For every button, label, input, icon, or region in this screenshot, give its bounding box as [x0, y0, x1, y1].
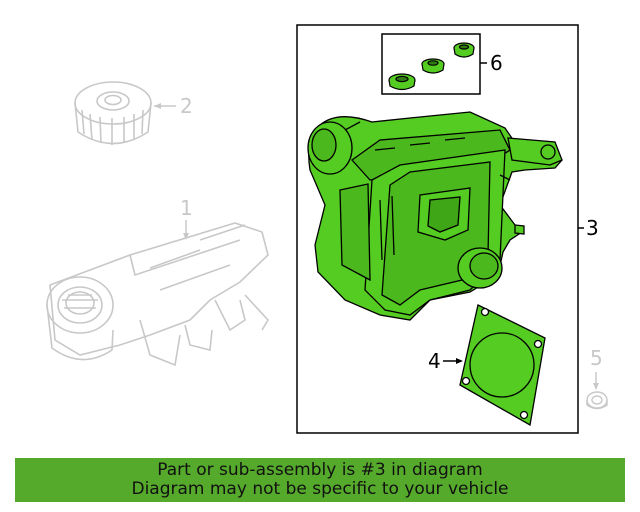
grommet-sub-frame	[381, 33, 481, 95]
callout-1-arrow	[183, 233, 189, 240]
grommets-part[interactable]	[388, 42, 475, 91]
callout-4-label: 4	[428, 349, 441, 373]
brake-booster-part[interactable]	[307, 111, 563, 321]
parts-diagram: 2 1 3 6	[46, 24, 608, 434]
gasket-part[interactable]	[459, 304, 546, 427]
status-banner: Part or sub-assembly is #3 in diagram Di…	[15, 458, 625, 502]
callout-2-label: 2	[180, 94, 193, 118]
callout-6-label: 6	[490, 51, 503, 75]
reservoir-cap-part[interactable]	[74, 81, 152, 145]
callout-5-label: 5	[590, 346, 603, 370]
banner-line-2: Diagram may not be specific to your vehi…	[131, 479, 509, 499]
callout-2-arrow	[154, 103, 161, 109]
assembly-frame	[296, 24, 579, 434]
callout-4-arrow	[456, 358, 463, 364]
banner-line-1: Part or sub-assembly is #3 in diagram	[157, 460, 483, 480]
callout-3-label: 3	[586, 216, 599, 240]
callout-1-label: 1	[180, 196, 193, 220]
master-cylinder-reservoir-part[interactable]	[46, 222, 269, 367]
nut-part[interactable]	[586, 391, 608, 410]
callout-5-arrow	[593, 383, 599, 390]
